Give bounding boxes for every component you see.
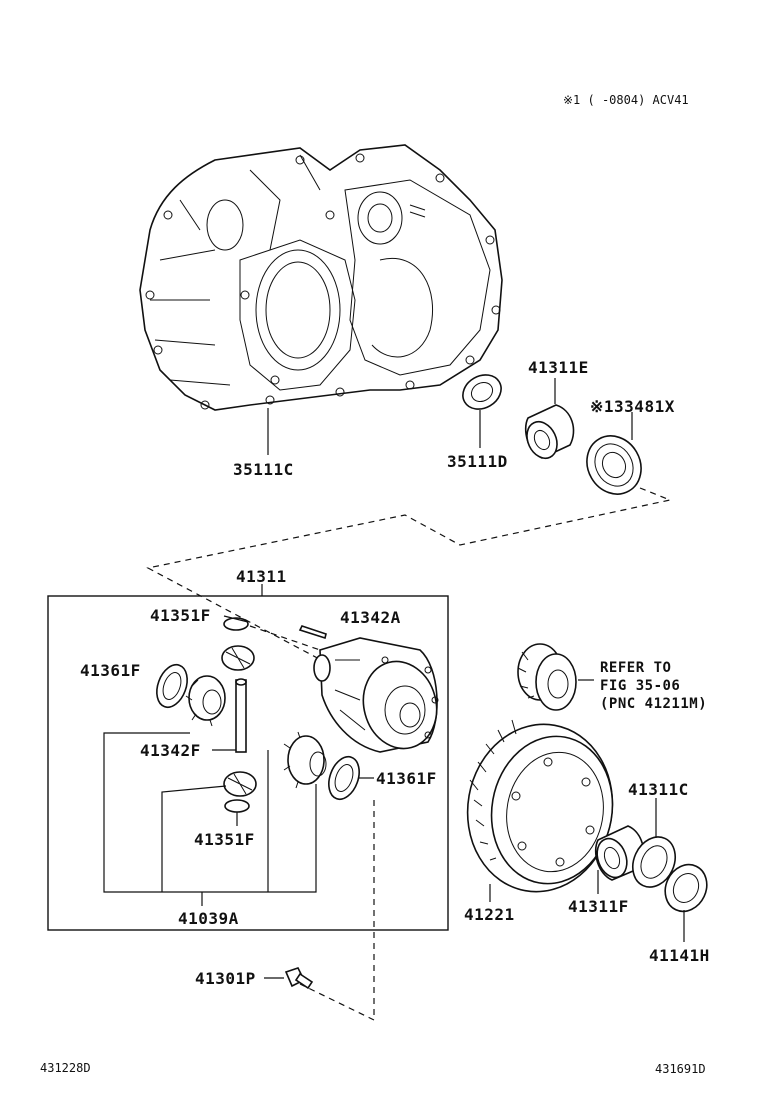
pinion-gear-top-drawing [221, 645, 255, 671]
bearing-41311E-drawing [524, 378, 575, 460]
oil-seal-41141H-drawing [664, 863, 708, 913]
footer-right-code: 431691D [655, 1062, 706, 1076]
shaft-41342F-drawing [235, 679, 247, 753]
pin-41342A-drawing [298, 625, 327, 640]
bolt-41301P-drawing [284, 967, 314, 990]
ring-gear-41221-drawing [466, 719, 614, 893]
kit-41039A-bracket [103, 732, 317, 906]
dashed-leader-top [146, 487, 673, 671]
dashed-leader-bottom [299, 800, 375, 1021]
refer-line-3: (PNC 41211M) [600, 696, 707, 712]
label-41351F-top: 41351F [150, 606, 211, 625]
refer-line-1: REFER TO [600, 660, 671, 676]
applicability-note: ※1 ( -0804) ACV41 [563, 93, 689, 107]
label-41351F-bottom: 41351F [194, 830, 255, 849]
label-41301P: 41301P [195, 969, 256, 988]
label-41311F: 41311F [568, 897, 629, 916]
washer-41351F-top-drawing [223, 617, 249, 631]
differential-assembly-box [47, 595, 449, 931]
label-41361F-left: 41361F [80, 661, 141, 680]
label-41342F: 41342F [140, 741, 201, 760]
side-gear-right-drawing [283, 731, 327, 789]
footer-left-code: 431228D [40, 1061, 91, 1075]
label-35111D: 35111D [447, 452, 508, 471]
label-41141H: 41141H [649, 946, 710, 965]
label-41342A: 41342A [340, 608, 401, 627]
refer-line-2: FIG 35-06 [600, 678, 680, 694]
label-41039A: 41039A [178, 909, 239, 928]
label-41311: 41311 [236, 567, 287, 586]
differential-case-drawing [313, 637, 439, 753]
transaxle-case-drawing [139, 144, 503, 455]
pinion-gear-bottom-drawing [223, 771, 257, 797]
drive-pinion-reference-drawing [517, 643, 577, 711]
label-41311C: 41311C [628, 780, 689, 799]
washer-41361F-left-drawing [156, 663, 188, 709]
bearing-41311F-drawing [594, 825, 645, 881]
oil-seal-33481X-drawing [586, 412, 642, 495]
label-41221: 41221 [464, 905, 515, 924]
washer-41351F-bottom-drawing [224, 799, 250, 813]
label-41361F-right: 41361F [376, 769, 437, 788]
oil-seal-35111D-drawing [462, 374, 502, 448]
side-gear-left-drawing [185, 675, 226, 727]
label-35111C: 35111C [233, 460, 294, 479]
label-33481X: ※133481X [590, 397, 675, 416]
label-41311E: 41311E [528, 358, 589, 377]
